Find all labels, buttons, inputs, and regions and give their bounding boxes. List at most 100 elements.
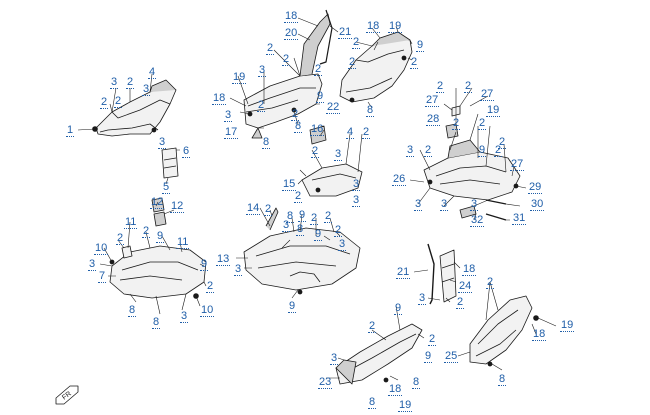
callout-2[interactable]: 2	[257, 99, 266, 112]
callout-25[interactable]: 25	[444, 350, 459, 363]
callout-10[interactable]: 10	[200, 304, 215, 317]
callout-2[interactable]: 2	[324, 210, 333, 223]
callout-4[interactable]: 4	[148, 66, 157, 79]
callout-8[interactable]: 8	[366, 104, 375, 117]
callout-18[interactable]: 18	[366, 20, 381, 33]
callout-20[interactable]: 20	[284, 27, 299, 40]
callout-12[interactable]: 12	[170, 200, 185, 213]
callout-2[interactable]: 2	[142, 225, 151, 238]
callout-18[interactable]: 18	[462, 263, 477, 276]
callout-23[interactable]: 23	[318, 376, 333, 389]
callout-9[interactable]: 9	[394, 302, 403, 315]
callout-2[interactable]: 2	[348, 56, 357, 69]
callout-8[interactable]: 8	[368, 396, 377, 409]
callout-2[interactable]: 2	[266, 42, 275, 55]
callout-18[interactable]: 18	[284, 10, 299, 23]
callout-19[interactable]: 19	[388, 20, 403, 33]
callout-3[interactable]: 3	[110, 76, 119, 89]
callout-8[interactable]: 8	[296, 223, 305, 236]
callout-3[interactable]: 3	[352, 194, 361, 207]
callout-24[interactable]: 24	[458, 280, 473, 293]
callout-7[interactable]: 7	[98, 270, 107, 283]
callout-2[interactable]: 2	[100, 96, 109, 109]
callout-17[interactable]: 17	[224, 126, 239, 139]
callout-9[interactable]: 9	[288, 300, 297, 313]
callout-8[interactable]: 8	[286, 210, 295, 223]
callout-2[interactable]: 2	[456, 296, 465, 309]
callout-14[interactable]: 14	[246, 202, 261, 215]
callout-29[interactable]: 29	[528, 181, 543, 194]
callout-16[interactable]: 16	[310, 123, 325, 136]
callout-3[interactable]: 3	[330, 352, 339, 365]
callout-9[interactable]: 9	[416, 39, 425, 52]
callout-18[interactable]: 18	[532, 328, 547, 341]
callout-19[interactable]: 19	[560, 319, 575, 332]
callout-3[interactable]: 3	[334, 148, 343, 161]
callout-9[interactable]: 9	[316, 90, 325, 103]
callout-30[interactable]: 30	[530, 198, 545, 211]
callout-9[interactable]: 9	[314, 228, 323, 241]
callout-18[interactable]: 18	[212, 92, 227, 105]
callout-26[interactable]: 26	[392, 173, 407, 186]
callout-2[interactable]: 2	[452, 117, 461, 130]
callout-8[interactable]: 8	[262, 136, 271, 149]
callout-2[interactable]: 2	[498, 136, 507, 149]
callout-2[interactable]: 2	[282, 53, 291, 66]
callout-2[interactable]: 2	[294, 190, 303, 203]
callout-3[interactable]: 3	[418, 292, 427, 305]
callout-3[interactable]: 3	[282, 219, 291, 232]
callout-2[interactable]: 2	[494, 144, 503, 157]
callout-3[interactable]: 3	[414, 198, 423, 211]
callout-2[interactable]: 2	[116, 232, 125, 245]
callout-13[interactable]: 13	[216, 253, 231, 266]
callout-3[interactable]: 3	[338, 238, 347, 251]
callout-32[interactable]: 32	[470, 214, 485, 227]
callout-3[interactable]: 3	[406, 144, 415, 157]
callout-27[interactable]: 27	[510, 158, 525, 171]
callout-19[interactable]: 19	[486, 104, 501, 117]
callout-8[interactable]: 8	[412, 376, 421, 389]
callout-8[interactable]: 8	[498, 373, 507, 386]
callout-6[interactable]: 6	[182, 145, 191, 158]
callout-2[interactable]: 2	[206, 280, 215, 293]
callout-9[interactable]: 9	[156, 230, 165, 243]
callout-2[interactable]: 2	[310, 212, 319, 225]
callout-2[interactable]: 2	[478, 117, 487, 130]
callout-2[interactable]: 2	[436, 80, 445, 93]
callout-2[interactable]: 2	[291, 108, 300, 121]
callout-3[interactable]: 3	[234, 263, 243, 276]
callout-9[interactable]: 9	[298, 209, 307, 222]
callout-3[interactable]: 3	[440, 198, 449, 211]
callout-3[interactable]: 3	[158, 136, 167, 149]
callout-4[interactable]: 4	[346, 126, 355, 139]
callout-28[interactable]: 28	[426, 113, 441, 126]
callout-2[interactable]: 2	[352, 36, 361, 49]
callout-3[interactable]: 3	[88, 258, 97, 271]
callout-27[interactable]: 27	[480, 88, 495, 101]
callout-2[interactable]: 2	[424, 144, 433, 157]
callout-21[interactable]: 21	[396, 266, 411, 279]
callout-2[interactable]: 2	[464, 80, 473, 93]
callout-5[interactable]: 5	[162, 181, 171, 194]
callout-9[interactable]: 9	[200, 258, 209, 271]
callout-9[interactable]: 9	[478, 144, 487, 157]
callout-2[interactable]: 2	[410, 56, 419, 69]
callout-2[interactable]: 2	[428, 333, 437, 346]
callout-3[interactable]: 3	[352, 178, 361, 191]
callout-8[interactable]: 8	[294, 120, 303, 133]
callout-2[interactable]: 2	[362, 126, 371, 139]
callout-11[interactable]: 11	[124, 216, 138, 229]
callout-2[interactable]: 2	[311, 145, 320, 158]
callout-19[interactable]: 19	[398, 399, 413, 412]
callout-3[interactable]: 3	[258, 64, 267, 77]
callout-2[interactable]: 2	[368, 320, 377, 333]
callout-3[interactable]: 3	[224, 109, 233, 122]
callout-2[interactable]: 2	[264, 203, 273, 216]
callout-2[interactable]: 2	[486, 276, 495, 289]
callout-31[interactable]: 31	[512, 212, 527, 225]
callout-1[interactable]: 1	[66, 124, 75, 137]
callout-3[interactable]: 3	[470, 198, 479, 211]
callout-21[interactable]: 21	[338, 26, 353, 39]
callout-11[interactable]: 11	[176, 236, 190, 249]
callout-27[interactable]: 27	[425, 94, 440, 107]
